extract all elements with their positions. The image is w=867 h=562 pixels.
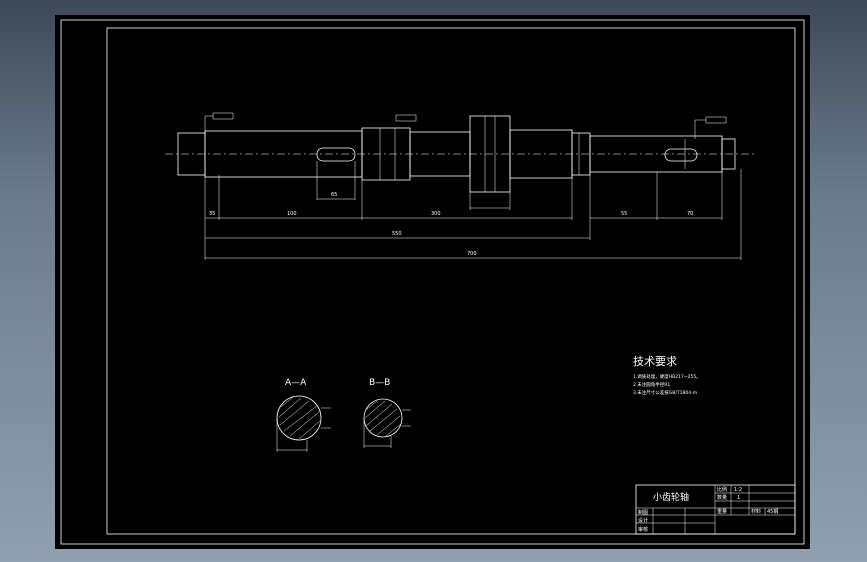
dim-seg2: 100	[287, 211, 297, 217]
section-a-circle	[276, 395, 322, 441]
dim-keyway: 65	[331, 192, 337, 198]
section-b-hatch	[364, 400, 402, 437]
designed-label: 设计	[638, 517, 648, 524]
material-value: 45钢	[767, 508, 778, 515]
part-name: 小齿轮轴	[653, 491, 689, 503]
outer-border	[60, 19, 805, 545]
section-a-hatch	[278, 396, 321, 440]
tech-item-3: 3.未注尺寸公差按GB/T1804-m	[633, 389, 697, 396]
tech-requirements-title: 技术要求	[633, 355, 677, 368]
drawn-label: 制图	[638, 509, 648, 516]
section-b-circle	[363, 398, 403, 438]
cad-drawing: 35 100 300 55 70 65 550 700 A—A B—B 技术要求…	[60, 19, 805, 545]
section-a-label: A—A	[285, 378, 307, 388]
drawing-canvas: 35 100 300 55 70 65 550 700 A—A B—B 技术要求…	[55, 15, 810, 549]
dimension-extensions	[204, 161, 742, 260]
section-b-label: B—B	[369, 378, 390, 388]
dim-seg5: 70	[687, 211, 693, 217]
dim-overall: 700	[467, 251, 477, 257]
weight-label: 重量	[717, 508, 727, 515]
scale-label: 比例	[717, 486, 727, 493]
keyway-right	[664, 148, 698, 162]
dim-overall-inner: 550	[392, 231, 402, 237]
tolerance-frame-left	[212, 112, 234, 120]
tolerance-frame-right	[705, 116, 727, 124]
keyway-left	[316, 147, 356, 162]
dim-seg1: 35	[209, 211, 215, 217]
inner-border	[106, 27, 796, 535]
tech-item-1: 1.调质处理，硬度HB217~255。	[633, 373, 701, 380]
tech-item-2: 2.未注圆角半径R1	[633, 381, 670, 388]
dim-seg4: 55	[621, 211, 627, 217]
qty-value: 1	[737, 495, 740, 501]
dim-seg3: 300	[431, 211, 441, 217]
checked-label: 审核	[638, 526, 648, 533]
title-block	[635, 484, 796, 535]
material-label: 材料	[751, 508, 761, 515]
tolerance-frame-mid	[395, 114, 417, 122]
scale-value: 1:2	[734, 487, 742, 493]
shaft-outline	[177, 115, 736, 193]
qty-label: 数量	[717, 494, 727, 501]
